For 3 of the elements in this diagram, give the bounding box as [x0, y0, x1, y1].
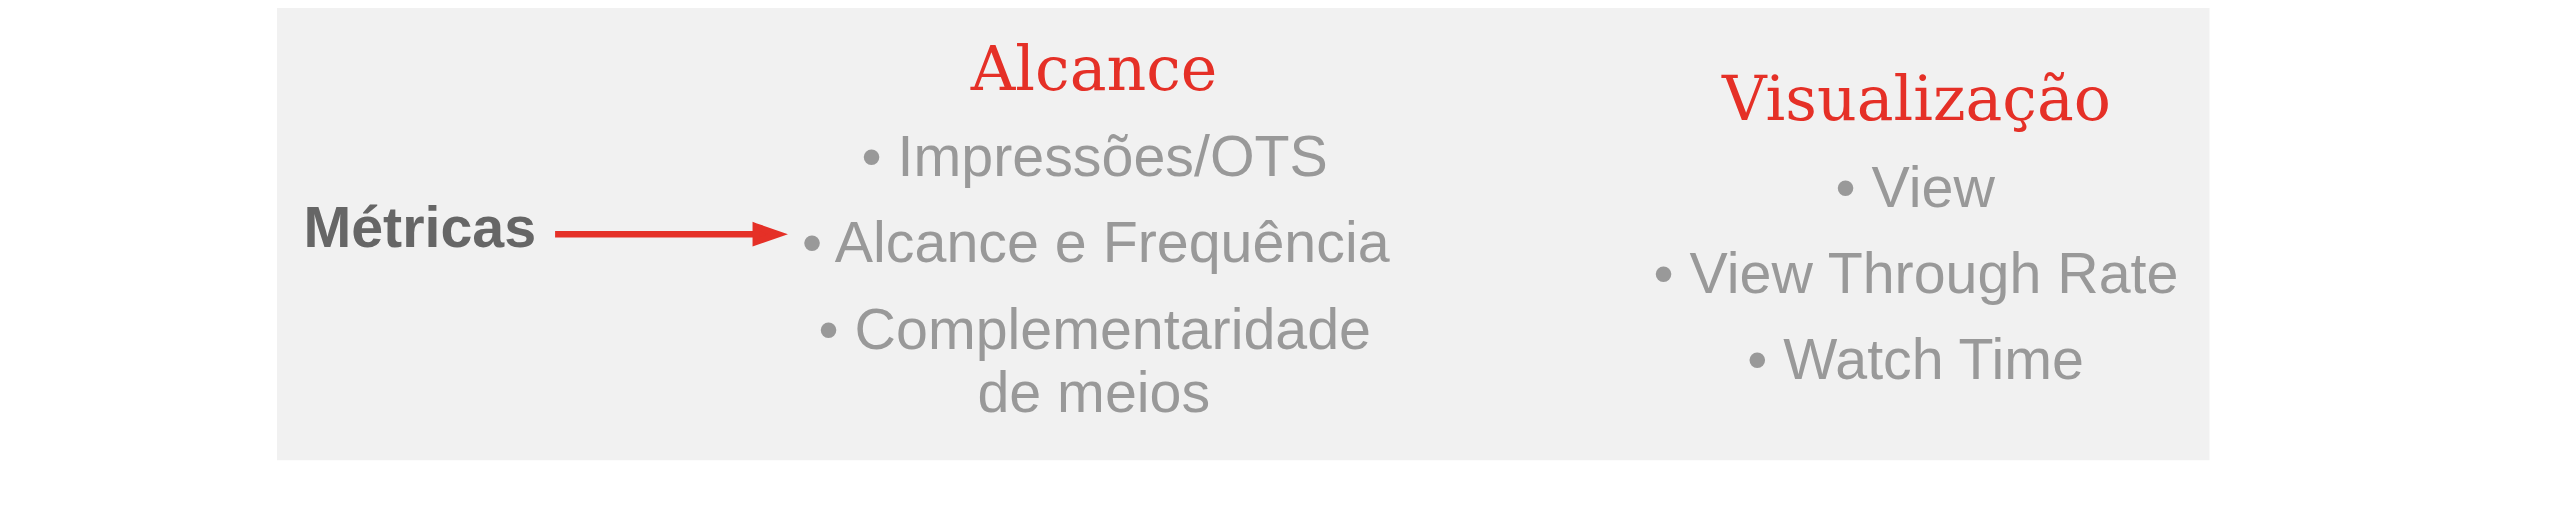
node-text: Alcance • Impressões/OTS • Alcance e Frequência • Complementaridade de meios — [802, 32, 1390, 425]
node-text: Visualização • View • View Through Rate • Watch Time — [1653, 63, 2179, 392]
node-text: Métricas — [303, 195, 537, 260]
